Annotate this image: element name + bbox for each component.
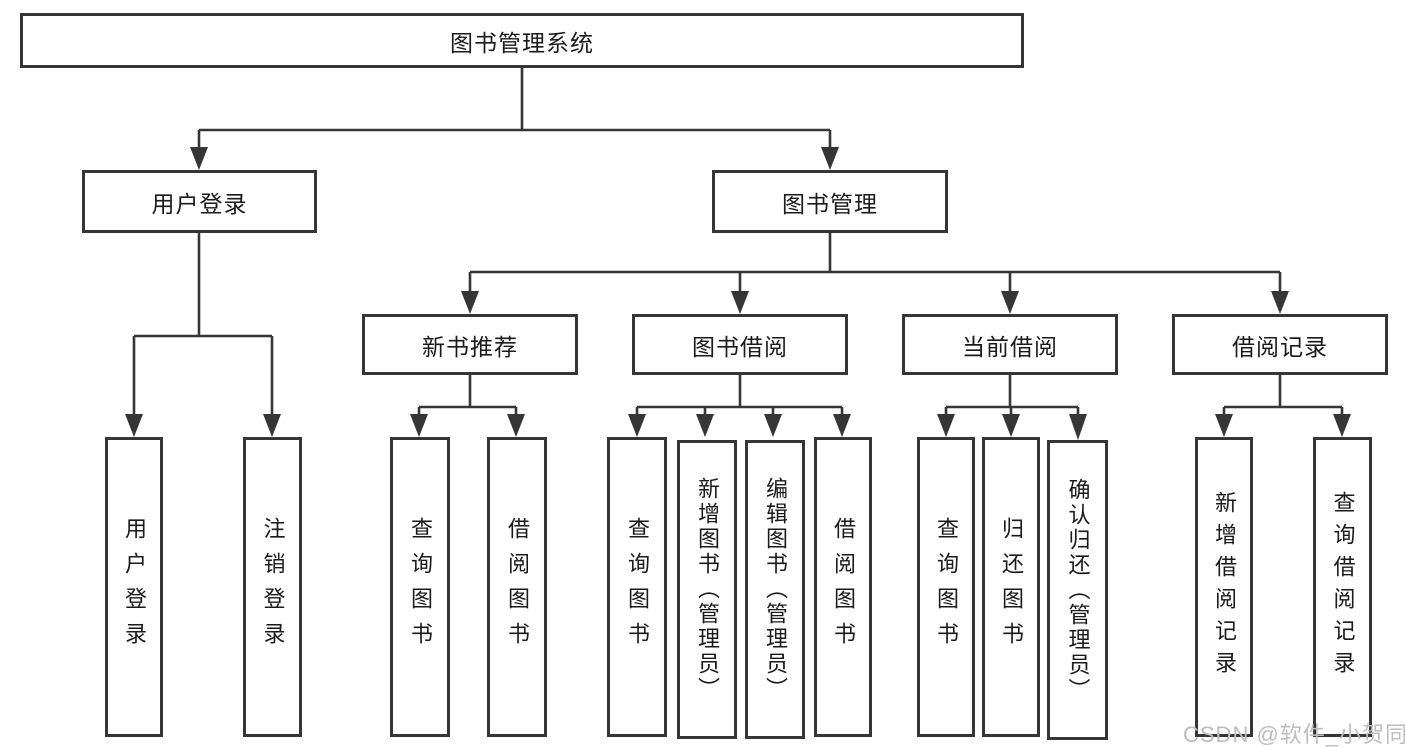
leaf-br-add-record-label: 新增借阅记录 [1212,491,1237,683]
leaf-cb-return-books-label: 归还图书 [999,517,1024,657]
leaf-logout-label: 注销登录 [260,517,286,657]
node-borrow-records: 借阅记录 [1172,314,1388,375]
leaf-bb-edit-books-admin: 编辑图书（管理员） [745,440,805,739]
leaf-bb-borrow-books: 借阅图书 [814,437,872,737]
leaf-bb-edit-books-admin-label: 编辑图书（管理员） [763,477,788,702]
node-book-borrow-label: 图书借阅 [692,333,788,360]
node-user-login-label: 用户登录 [151,190,248,217]
node-book-management-label: 图书管理 [782,190,878,217]
leaf-user-login-label: 用户登录 [122,517,147,657]
node-book-borrow: 图书借阅 [632,314,848,375]
node-current-borrow-label: 当前借阅 [962,333,1058,360]
node-new-book-recommend: 新书推荐 [362,314,578,375]
leaf-bb-query-books: 查询图书 [607,437,667,737]
leaf-br-query-record-label: 查询借阅记录 [1330,491,1356,683]
leaf-rec-borrow-books: 借阅图书 [487,437,547,737]
csdn-watermark: CSDN @软件_小贺同学 [1183,722,1405,747]
arrowheads [125,147,1351,440]
leaf-rec-query-books-label: 查询图书 [408,517,433,657]
leaf-cb-confirm-return-admin-label: 确认归还（管理员） [1065,477,1091,703]
leaf-cb-query-books-label: 查询图书 [934,517,959,657]
leaf-br-add-record: 新增借阅记录 [1195,437,1253,737]
leaf-bb-query-books-label: 查询图书 [625,517,650,657]
node-book-management: 图书管理 [712,170,948,233]
leaf-rec-borrow-books-label: 借阅图书 [505,517,530,657]
node-current-borrow: 当前借阅 [902,314,1118,375]
root-node-label: 图书管理系统 [450,29,594,56]
node-borrow-records-label: 借阅记录 [1232,333,1328,360]
node-new-book-recommend-label: 新书推荐 [422,333,518,360]
leaf-cb-confirm-return-admin: 确认归还（管理员） [1047,440,1108,740]
leaf-cb-query-books: 查询图书 [917,437,975,737]
leaf-logout: 注销登录 [243,437,302,737]
leaf-bb-add-books-admin-label: 新增图书（管理员） [695,477,720,702]
leaf-cb-return-books: 归还图书 [982,437,1040,737]
root-node-library-system: 图书管理系统 [20,13,1024,68]
node-user-login: 用户登录 [82,170,317,233]
leaf-bb-borrow-books-label: 借阅图书 [831,517,856,657]
leaf-rec-query-books: 查询图书 [390,437,450,737]
leaf-bb-add-books-admin: 新增图书（管理员） [677,440,737,739]
leaf-br-query-record: 查询借阅记录 [1313,437,1372,737]
leaf-user-login: 用户登录 [105,437,163,737]
